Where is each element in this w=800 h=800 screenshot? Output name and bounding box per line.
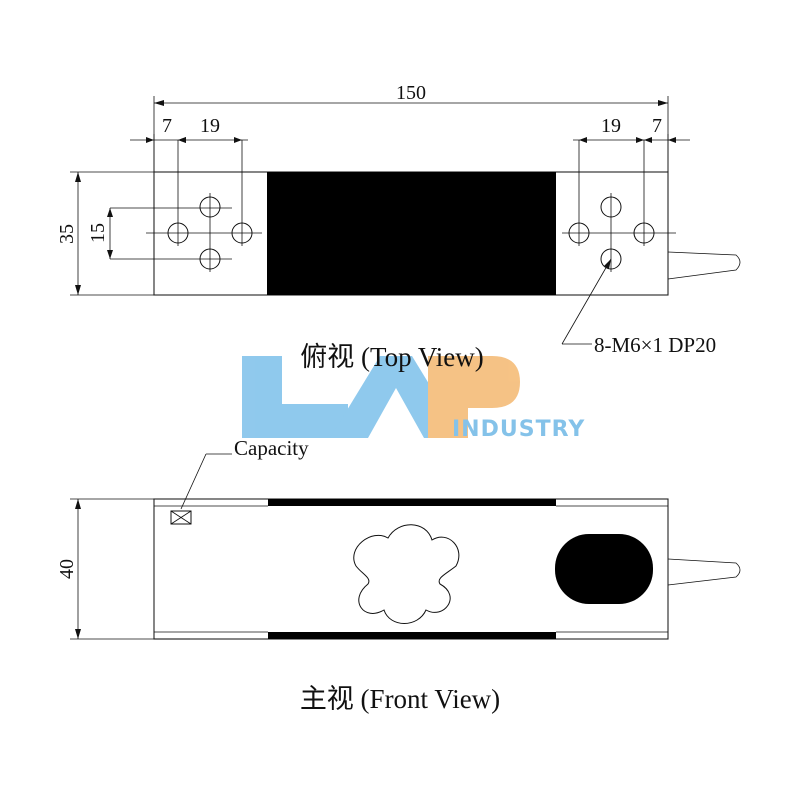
dim-35-label: 35 — [56, 224, 78, 244]
front-view: Capacity 40 主视 (Front View) — [56, 436, 741, 714]
thread-callout: 8-M6×1 DP20 — [561, 258, 716, 357]
dimension-overall-length: 150 — [153, 82, 669, 172]
dim-right-7-label: 7 — [652, 115, 662, 137]
dim-40-label: 40 — [56, 559, 78, 579]
dimension-width: 35 — [56, 171, 154, 296]
dim-right-19-label: 19 — [601, 115, 621, 137]
front-view-bottom-slot — [268, 632, 556, 639]
hole-circle-icon — [167, 222, 189, 244]
front-view-bending-cutout — [353, 524, 460, 624]
hole-circle-icon — [231, 222, 253, 244]
top-view: 150 7 19 19 7 — [56, 82, 741, 372]
hole-circle-icon — [633, 222, 655, 244]
top-view-gauge-area — [267, 172, 556, 295]
dimension-hole-spacing: 15 — [87, 208, 113, 259]
right-hole-group — [562, 140, 676, 272]
dim-15-label: 15 — [87, 223, 109, 243]
dimension-left-offsets: 7 19 — [130, 115, 248, 172]
top-view-caption: 俯视 (Top View) — [300, 342, 483, 372]
lap-industry-watermark: INDUSTRY — [242, 356, 585, 442]
left-hole-group — [110, 140, 262, 272]
front-view-cable — [667, 558, 741, 586]
dim-left-19-label: 19 — [200, 115, 220, 137]
watermark-text: INDUSTRY — [452, 417, 585, 442]
thread-callout-label: 8-M6×1 DP20 — [594, 333, 716, 357]
front-view-top-slot — [268, 499, 556, 506]
cable-gland-oval — [555, 534, 653, 604]
dim-left-7-label: 7 — [162, 115, 172, 137]
top-view-cable — [667, 251, 741, 280]
dimension-right-offsets: 19 7 — [573, 115, 690, 172]
hole-circle-icon — [568, 222, 590, 244]
dim-150-label: 150 — [396, 82, 426, 104]
capacity-marker-icon — [170, 510, 192, 525]
front-view-caption: 主视 (Front View) — [300, 684, 500, 714]
capacity-label: Capacity — [234, 436, 309, 460]
dimension-height: 40 — [56, 498, 190, 640]
